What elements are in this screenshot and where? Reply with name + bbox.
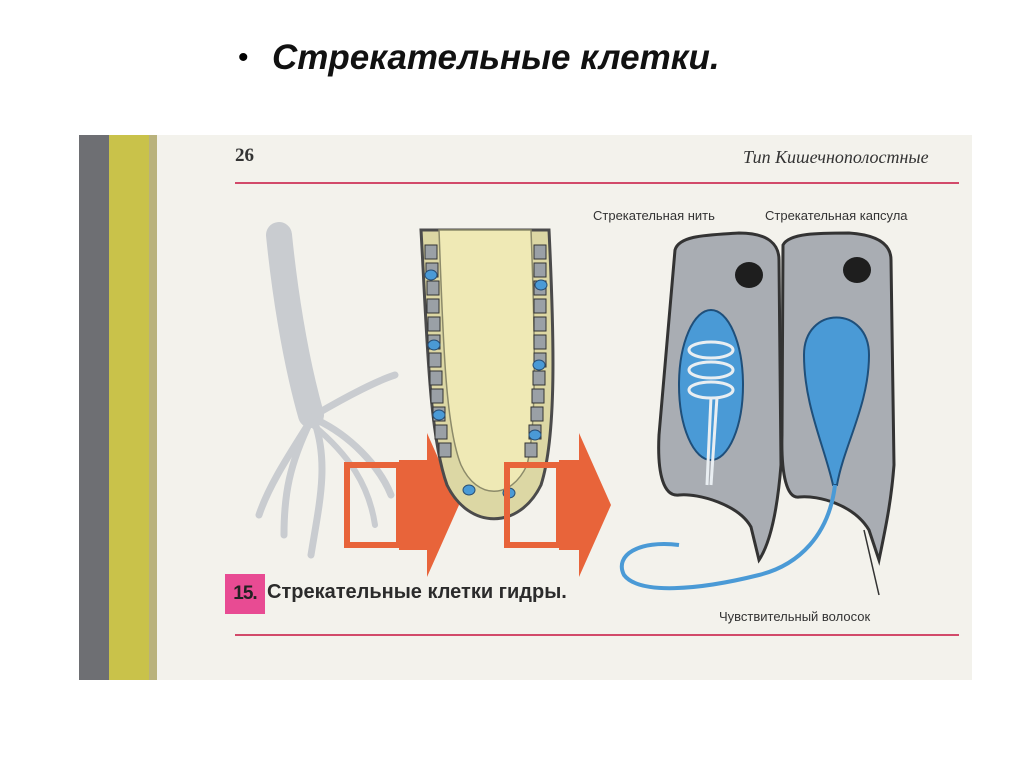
label-stinging-thread: Стрекательная нить — [593, 208, 715, 223]
label-stinging-capsule: Стрекательная капсула — [765, 208, 908, 223]
title-text: Стрекательные клетки. — [272, 38, 720, 78]
book-edge-yellow — [109, 135, 149, 680]
page-number: 26 — [235, 145, 254, 167]
label-sensory-hair: Чувствительный волосок — [719, 609, 870, 624]
textbook-scan-image: 26 Тип Кишечнополостные Стрекательная ни… — [79, 135, 972, 680]
book-edge-shadow — [149, 135, 157, 680]
book-edge-dark — [79, 135, 109, 680]
chapter-header: Тип Кишечнополостные — [743, 147, 929, 168]
figure-caption: Стрекательные клетки гидры. — [267, 581, 567, 604]
bullet: • — [238, 41, 272, 75]
figure-number-badge: 15. — [225, 574, 265, 614]
slide-title: • Стрекательные клетки. — [238, 28, 858, 88]
